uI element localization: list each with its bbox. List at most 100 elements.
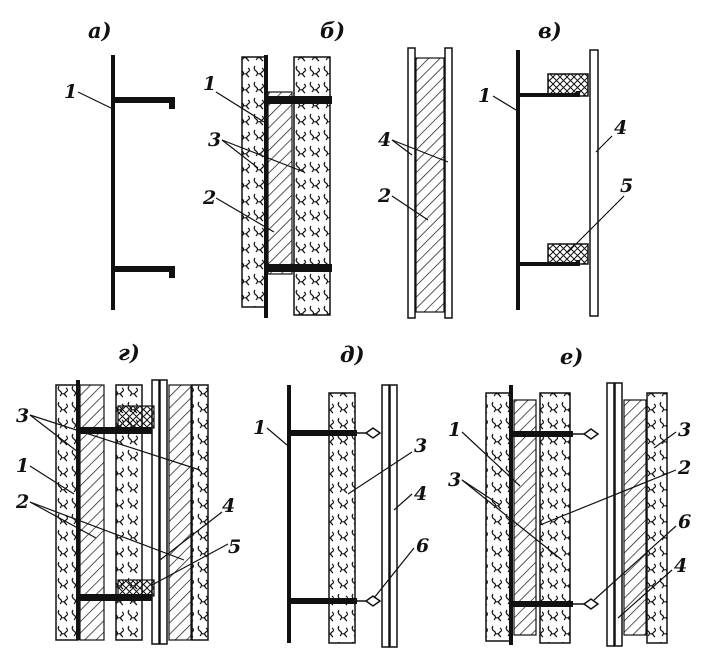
panel-g-leader-4: [159, 511, 223, 561]
panel-b-title: б): [320, 18, 345, 43]
panel-b2-leader-4a: [391, 139, 413, 156]
panel-g-label-1: 1: [16, 455, 29, 477]
panel-d-sheet-2: [389, 384, 398, 648]
panel-e-sheet-1: [606, 382, 615, 647]
panel-b: б) 1 3 2: [202, 18, 345, 318]
panel-g-leader-2b: [29, 501, 185, 561]
panel-g-upper-flange: [78, 427, 152, 434]
panel-v-lower-pad: [547, 243, 589, 265]
panel-e-leader-6: [593, 525, 677, 601]
panel-e-upper-flange: [511, 431, 573, 437]
panel-g-label-5: 5: [228, 536, 241, 558]
panel-g-title: г): [118, 340, 140, 365]
panel-g-lower-pad: [117, 579, 155, 597]
panel-e-label-6: 6: [678, 511, 691, 533]
panel-d-label-6: 6: [416, 535, 429, 557]
panel-d-leader-3: [347, 451, 413, 495]
panel-e-lower-flange: [511, 601, 573, 607]
panel-b2-leader-2: [391, 195, 429, 221]
panel-b-hatched-core: [267, 91, 293, 275]
panel-g-label-2: 2: [15, 491, 29, 513]
panel-b2: 4 2: [377, 47, 453, 319]
panel-g-leader-3b: [29, 414, 201, 471]
panel-b2-label-4: 4: [378, 129, 391, 151]
panel-g-leader-2a: [29, 501, 97, 539]
panel-v-leader-4: [595, 135, 613, 153]
panel-a-lower-flange: [113, 266, 175, 278]
panel-v-upper-pad: [547, 73, 589, 97]
panel-e-leader-1: [461, 431, 521, 487]
panel-b-leader-2: [215, 197, 275, 233]
panel-b-upper-flange: [266, 96, 332, 104]
panel-e-lower-clip: [582, 598, 600, 610]
panel-e-title: е): [560, 344, 583, 369]
panel-v-sheet: [589, 49, 599, 317]
panel-e-upper-clip: [582, 428, 600, 440]
panel-v-title: в): [538, 18, 562, 43]
panel-e-label-3a: 3: [448, 469, 461, 491]
panel-b-insulation-left: [241, 56, 267, 308]
panel-b2-leader-4b: [391, 139, 449, 163]
panel-g-insulation-3: [191, 384, 209, 641]
panel-b-insulation-right: [293, 56, 331, 316]
panel-e-hatched-2: [623, 399, 647, 636]
panel-v-leader-1: [492, 95, 517, 111]
panel-g-sheet-2: [159, 379, 168, 645]
panel-g-leader-5: [151, 543, 229, 586]
panel-e-hatched-1: [513, 399, 537, 636]
panel-d-label-1: 1: [253, 417, 266, 439]
panel-e-insulation-3: [646, 392, 668, 644]
panel-a-leader-1: [77, 91, 112, 109]
panel-g: г) 3 1 2 4 5: [15, 340, 241, 645]
panel-e-sheet-2: [614, 382, 623, 647]
panel-e-leader-2: [539, 469, 677, 526]
panel-b2-hatched-core: [415, 57, 445, 313]
panel-g-lower-flange: [78, 594, 152, 601]
panel-b-lower-flange: [266, 264, 332, 272]
panel-g-leader-3a: [29, 414, 79, 453]
panel-e: е) 1 3 3 2 6 4: [448, 344, 691, 647]
panel-d-lower-clip: [364, 595, 382, 607]
panel-d-lower-flange: [289, 598, 357, 604]
panel-a-title: а): [88, 18, 112, 43]
panel-d-title: д): [340, 342, 365, 367]
panel-e-leader-3c: [653, 431, 677, 449]
panel-e-leader-3a: [461, 479, 501, 506]
panel-d-leader-6: [373, 547, 415, 599]
panel-g-label-4: 4: [222, 495, 235, 517]
panel-b-label-3: 3: [208, 129, 221, 151]
panel-v-label-4: 4: [614, 117, 627, 139]
panel-g-upper-pad: [117, 405, 155, 429]
panel-a: а) 1: [64, 18, 175, 310]
panel-e-leader-3b: [461, 479, 563, 561]
panel-d-upper-clip: [364, 427, 382, 439]
panel-b2-sheet-right: [444, 47, 453, 319]
panel-e-label-3b: 3: [678, 419, 691, 441]
panel-e-label-2: 2: [677, 457, 691, 479]
panel-e-insulation-1: [485, 392, 511, 642]
panel-d-upper-flange: [289, 430, 357, 436]
panel-v-label-1: 1: [478, 85, 491, 107]
panel-g-leader-1: [29, 465, 75, 495]
panel-e-label-4: 4: [674, 555, 687, 577]
panel-g-hatched-1: [79, 384, 105, 641]
panel-a-label-1: 1: [64, 81, 77, 103]
panel-g-label-3: 3: [16, 405, 29, 427]
panel-g-sheet-1: [151, 379, 160, 645]
panel-b2-label-2: 2: [377, 185, 391, 207]
panel-g-hatched-2: [168, 384, 192, 641]
panel-v-leader-5: [567, 195, 625, 253]
panel-b-leader-3a: [221, 139, 259, 169]
panel-d-leader-4: [393, 493, 413, 511]
panel-d-sheet-1: [381, 384, 390, 648]
panel-b-label-2: 2: [202, 187, 216, 209]
panel-a-upper-flange: [113, 97, 175, 109]
panel-v: в) 1 4 5: [478, 18, 633, 317]
panel-d-label-4: 4: [414, 483, 427, 505]
panel-d-label-3: 3: [414, 435, 427, 457]
panel-d-leader-1: [266, 427, 288, 446]
panel-b-leader-1: [215, 91, 265, 123]
panel-b-leader-3b: [221, 139, 305, 173]
panel-d: д) 1 3 4 6: [253, 342, 429, 648]
